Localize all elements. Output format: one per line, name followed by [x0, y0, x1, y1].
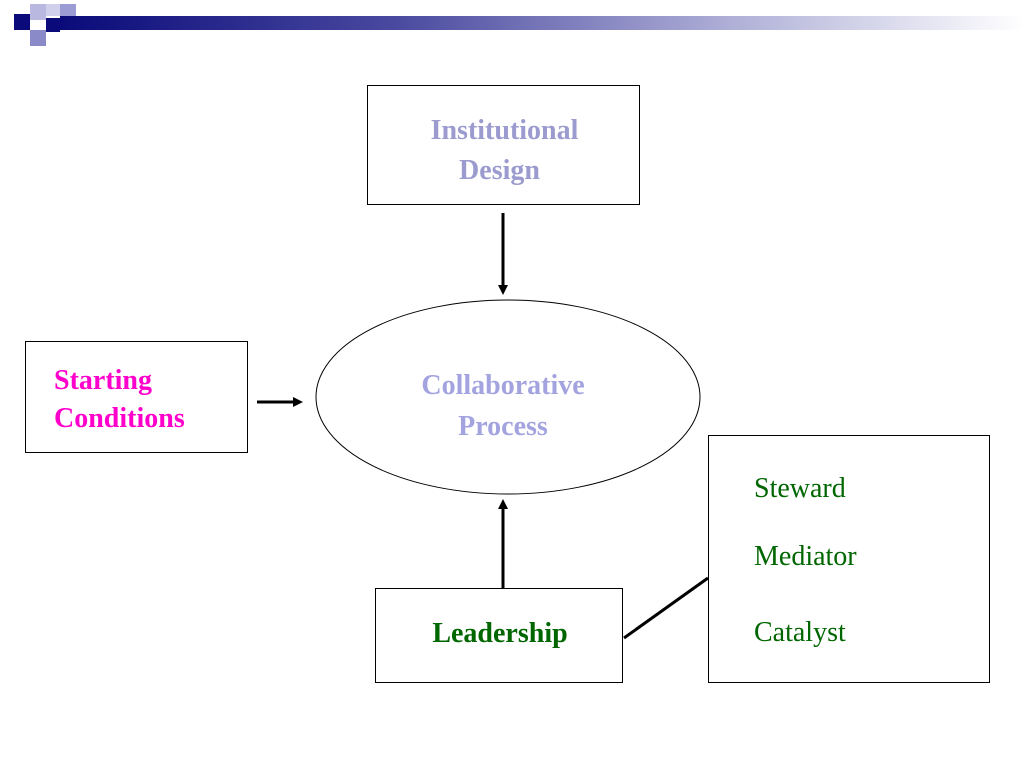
- institutional-design-label-line1: Institutional: [430, 115, 579, 146]
- collaborative-process-label-line1: Collaborative: [421, 370, 585, 401]
- starting-conditions-label-line1: Starting: [54, 365, 152, 396]
- line-leadership-to-roles: [623, 576, 709, 640]
- leadership-box: Leadership: [375, 588, 623, 683]
- logo-square-lavender-2: [46, 4, 60, 16]
- logo-square-navy-1: [14, 14, 30, 30]
- institutional-design-label-line2: Design: [459, 155, 540, 186]
- logo-square-lavender-4: [60, 4, 76, 16]
- leadership-roles-box: Steward Mediator Catalyst: [708, 435, 990, 683]
- role-catalyst: Catalyst: [754, 617, 846, 648]
- role-mediator: Mediator: [754, 541, 857, 572]
- leadership-label: Leadership: [432, 618, 568, 649]
- institutional-design-box: Institutional Design: [367, 85, 640, 205]
- header-gradient-bar: [60, 16, 1024, 30]
- logo-square-navy-2: [46, 18, 60, 32]
- collaborative-process-label-line2: Process: [458, 411, 548, 442]
- starting-conditions-label-line2: Conditions: [54, 403, 185, 434]
- starting-conditions-box: Starting Conditions: [25, 341, 248, 453]
- logo-square-lavender-3: [30, 30, 46, 46]
- logo-square-lavender-1: [30, 4, 46, 20]
- role-steward: Steward: [754, 473, 846, 504]
